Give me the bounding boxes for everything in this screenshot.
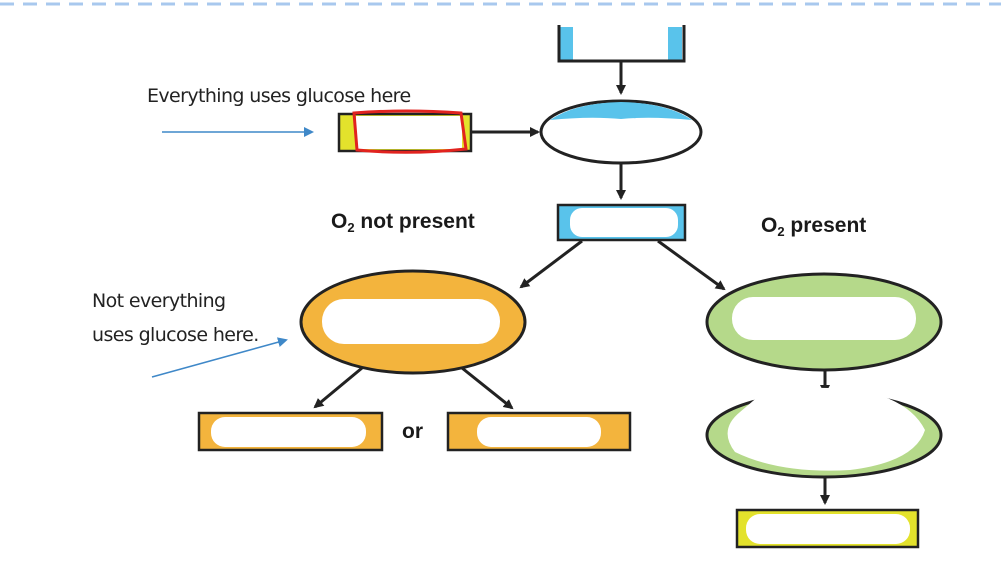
or-label: or [402,420,423,443]
green-ellipse-bottom [705,387,943,479]
label-o2-present: O2 present [761,214,866,239]
orange-ellipse [299,269,527,375]
arrow-orange-to-left-box [313,366,363,409]
o2-symbol-left: O [331,210,348,233]
o2-subscript-left: 2 [347,220,355,235]
top-ellipse [539,99,703,165]
o2-subscript-right: 2 [777,224,785,239]
left-branch-label: not present [360,210,475,233]
arrow-orange-to-right-box [461,366,514,410]
right-branch-label: present [790,214,867,237]
green-ellipse-top [705,272,943,372]
orange-product-box-left [197,411,384,452]
middle-rect [556,203,687,242]
annotation-arrow-bottom [151,337,288,378]
arrow-to-right-branch [657,239,726,291]
annotation-bottom-note-line2: uses glucose here. [92,324,259,346]
red-highlight-outline [352,109,468,154]
annotation-bottom-note-line1: Not everything [92,290,226,312]
top-container-box [557,25,686,63]
o2-symbol-right: O [761,214,778,237]
annotation-top-note: Everything uses glucose here [147,85,411,107]
glucose-input-box [337,109,473,154]
orange-product-box-right [446,411,632,452]
label-o2-not-present: O2 not present [331,210,475,235]
final-product-box [735,508,920,549]
arrow-to-left-branch [519,239,583,289]
